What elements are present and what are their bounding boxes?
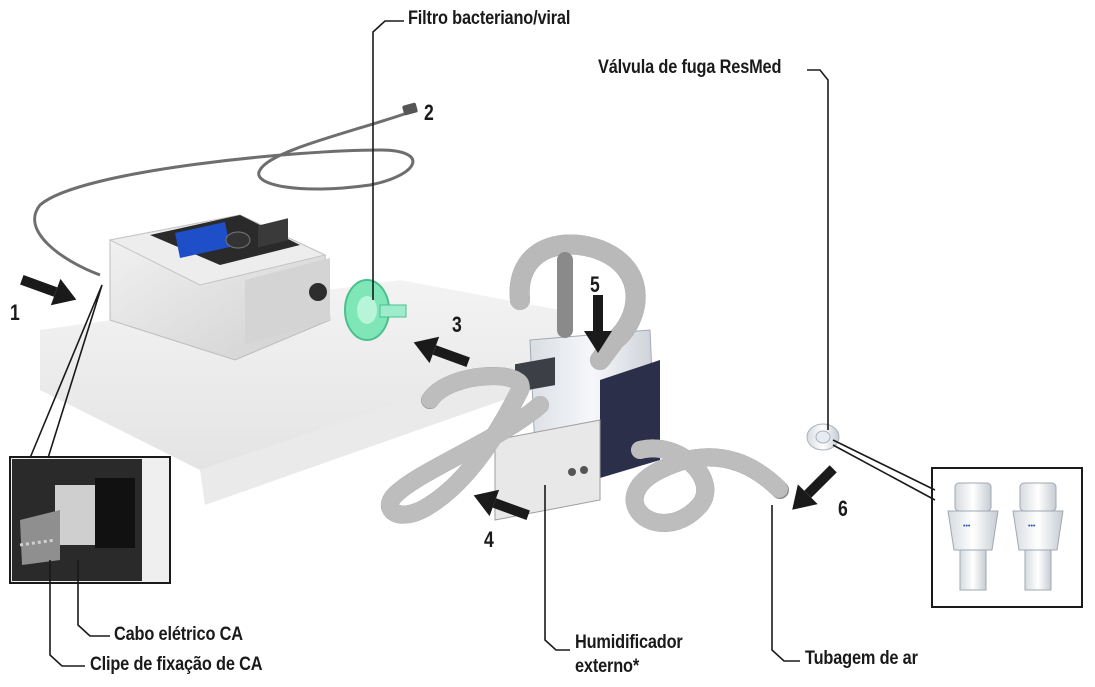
label-filter: Filtro bacteriano/viral xyxy=(408,8,570,30)
svg-text:•••: ••• xyxy=(963,523,971,530)
step-number-3: 3 xyxy=(452,312,462,338)
label-humidifier-line2: externo* xyxy=(575,656,639,678)
inset-valve: ••• ••• xyxy=(932,468,1082,607)
step-number-5: 5 xyxy=(590,272,600,298)
label-clip: Clipe de fixação de CA xyxy=(90,654,262,676)
label-valve: Válvula de fuga ResMed xyxy=(598,57,781,79)
control-dial xyxy=(226,232,250,248)
step-number-2: 2 xyxy=(424,100,434,126)
plug-icon xyxy=(402,102,418,115)
step-number-6: 6 xyxy=(838,496,848,522)
air-outlet xyxy=(309,283,327,301)
label-humidifier-line1: Humidificador xyxy=(575,632,683,654)
arrow-1 xyxy=(17,267,81,313)
arrow-6 xyxy=(782,459,843,520)
label-tubing: Tubagem de ar xyxy=(805,648,918,670)
step-number-4: 4 xyxy=(484,527,494,553)
inset-ac-clip xyxy=(10,457,170,583)
step-number-1: 1 xyxy=(10,300,20,326)
label-cable: Cabo elétrico CA xyxy=(114,624,243,646)
svg-text:•••: ••• xyxy=(1028,523,1036,530)
